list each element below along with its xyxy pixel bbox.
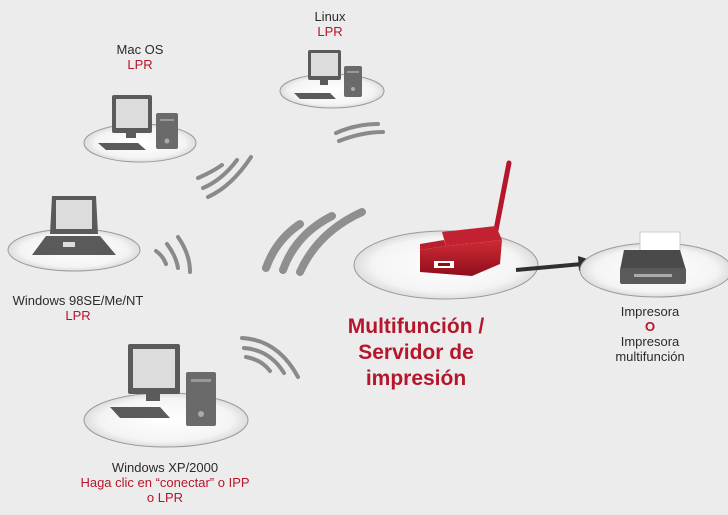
server-title: Multifunción / Servidor de impresión: [306, 314, 526, 392]
wifi-waves-linux-icon: [334, 122, 385, 143]
win98-name: Windows 98SE/Me/NT: [12, 293, 144, 308]
laptop-computer-icon: [7, 196, 141, 272]
printer-icon: [579, 231, 728, 298]
linux-protocol: LPR: [317, 24, 343, 39]
printer-line4: multifunción: [615, 349, 685, 364]
winxp-label: Windows XP/2000 Haga clic en “conectar” …: [60, 460, 270, 505]
linux-label: Linux LPR: [290, 9, 370, 39]
win98-protocol: LPR: [65, 308, 91, 323]
server-title-line2: Servidor de impresión: [358, 341, 474, 390]
win98-label: Windows 98SE/Me/NT LPR: [0, 293, 156, 323]
wifi-waves-laptop-icon: [154, 235, 192, 274]
print-server-device-icon: [353, 160, 539, 300]
wifi-waves-winxp-icon: [240, 336, 300, 379]
server-title-line1: Multifunción /: [347, 315, 485, 338]
wifi-waves-server-icon: [262, 208, 366, 276]
winxp-protocol-line2: o LPR: [146, 490, 184, 505]
winxp-name: Windows XP/2000: [111, 460, 219, 475]
winxp-computer-icon: [83, 344, 249, 448]
printer-line1: Impresora: [620, 304, 680, 319]
printer-label: Impresora O Impresora multifunción: [600, 304, 700, 364]
mac-protocol: LPR: [127, 57, 153, 72]
mac-label: Mac OS LPR: [100, 42, 180, 72]
winxp-protocol-line1: Haga clic en “conectar” o IPP: [80, 475, 250, 490]
linux-computer-icon: [279, 50, 385, 109]
printer-line2: O: [644, 319, 656, 334]
wifi-waves-mac-icon: [196, 155, 253, 199]
linux-name: Linux: [314, 9, 346, 24]
mac-computer-icon: [83, 95, 197, 163]
printer-line3: Impresora: [620, 334, 680, 349]
mac-name: Mac OS: [116, 42, 164, 57]
